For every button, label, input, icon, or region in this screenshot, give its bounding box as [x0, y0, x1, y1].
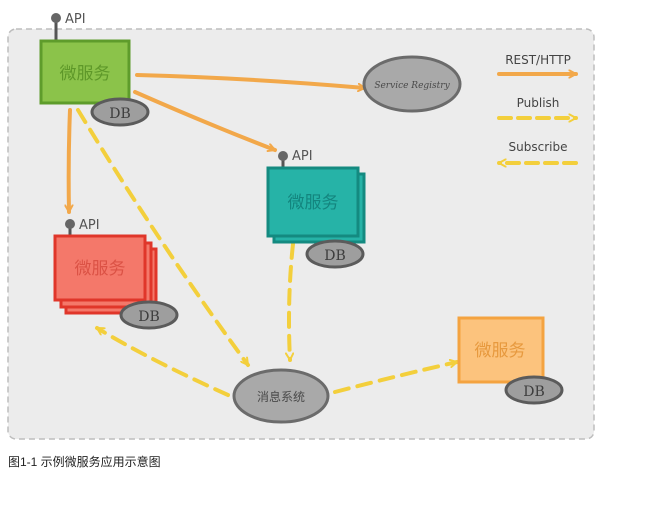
service-green: API 微服务 DB [39, 12, 150, 127]
rest-arrow-to-red-service [69, 108, 70, 214]
legend-publish-label: Publish [517, 96, 560, 110]
database-icon [90, 97, 150, 127]
service-teal: API 微服务 DB [266, 149, 366, 269]
publish-arrow-message-to-orange [333, 362, 459, 394]
figure-caption: 图1-1 示例微服务应用示意图 [8, 455, 161, 469]
database-icon [504, 375, 564, 405]
legend: REST/HTTP Publish Subscribe [497, 53, 578, 163]
message-system: 消息系统 [232, 368, 330, 424]
legend-rest-label: REST/HTTP [505, 53, 571, 67]
message-system-label: 消息系统 [257, 389, 305, 404]
api-label: API [292, 149, 313, 164]
registry-label: Service Registry [374, 81, 450, 91]
service-registry: Service Registry [362, 55, 462, 113]
database-icon [305, 239, 365, 269]
db-label: DB [324, 248, 346, 264]
publish-arrow-green-to-message [76, 108, 250, 367]
api-endpoint-icon [278, 151, 288, 161]
rest-arrows [69, 73, 367, 214]
database-icon [119, 300, 179, 330]
publish-arrow-teal-to-message [289, 242, 295, 362]
legend-subscribe-label: Subscribe [509, 140, 568, 154]
db-label: DB [523, 384, 545, 400]
db-label: DB [109, 106, 131, 122]
message-arrows [76, 108, 459, 397]
service-name: 微服务 [75, 259, 126, 279]
service-name: 微服务 [475, 341, 526, 361]
rest-arrow-to-registry [135, 73, 367, 88]
api-endpoint-icon [65, 219, 75, 229]
db-label: DB [138, 309, 160, 325]
subscribe-arrow-message-to-red [95, 326, 230, 397]
api-endpoint-icon [51, 13, 61, 23]
service-name: 微服务 [60, 64, 111, 84]
service-orange: 微服务 DB [457, 316, 564, 405]
api-label: API [65, 12, 86, 27]
service-red: API 微服务 DB [53, 218, 179, 330]
rest-arrow-to-teal-service [133, 90, 277, 150]
service-name: 微服务 [288, 193, 339, 213]
api-label: API [79, 218, 100, 233]
